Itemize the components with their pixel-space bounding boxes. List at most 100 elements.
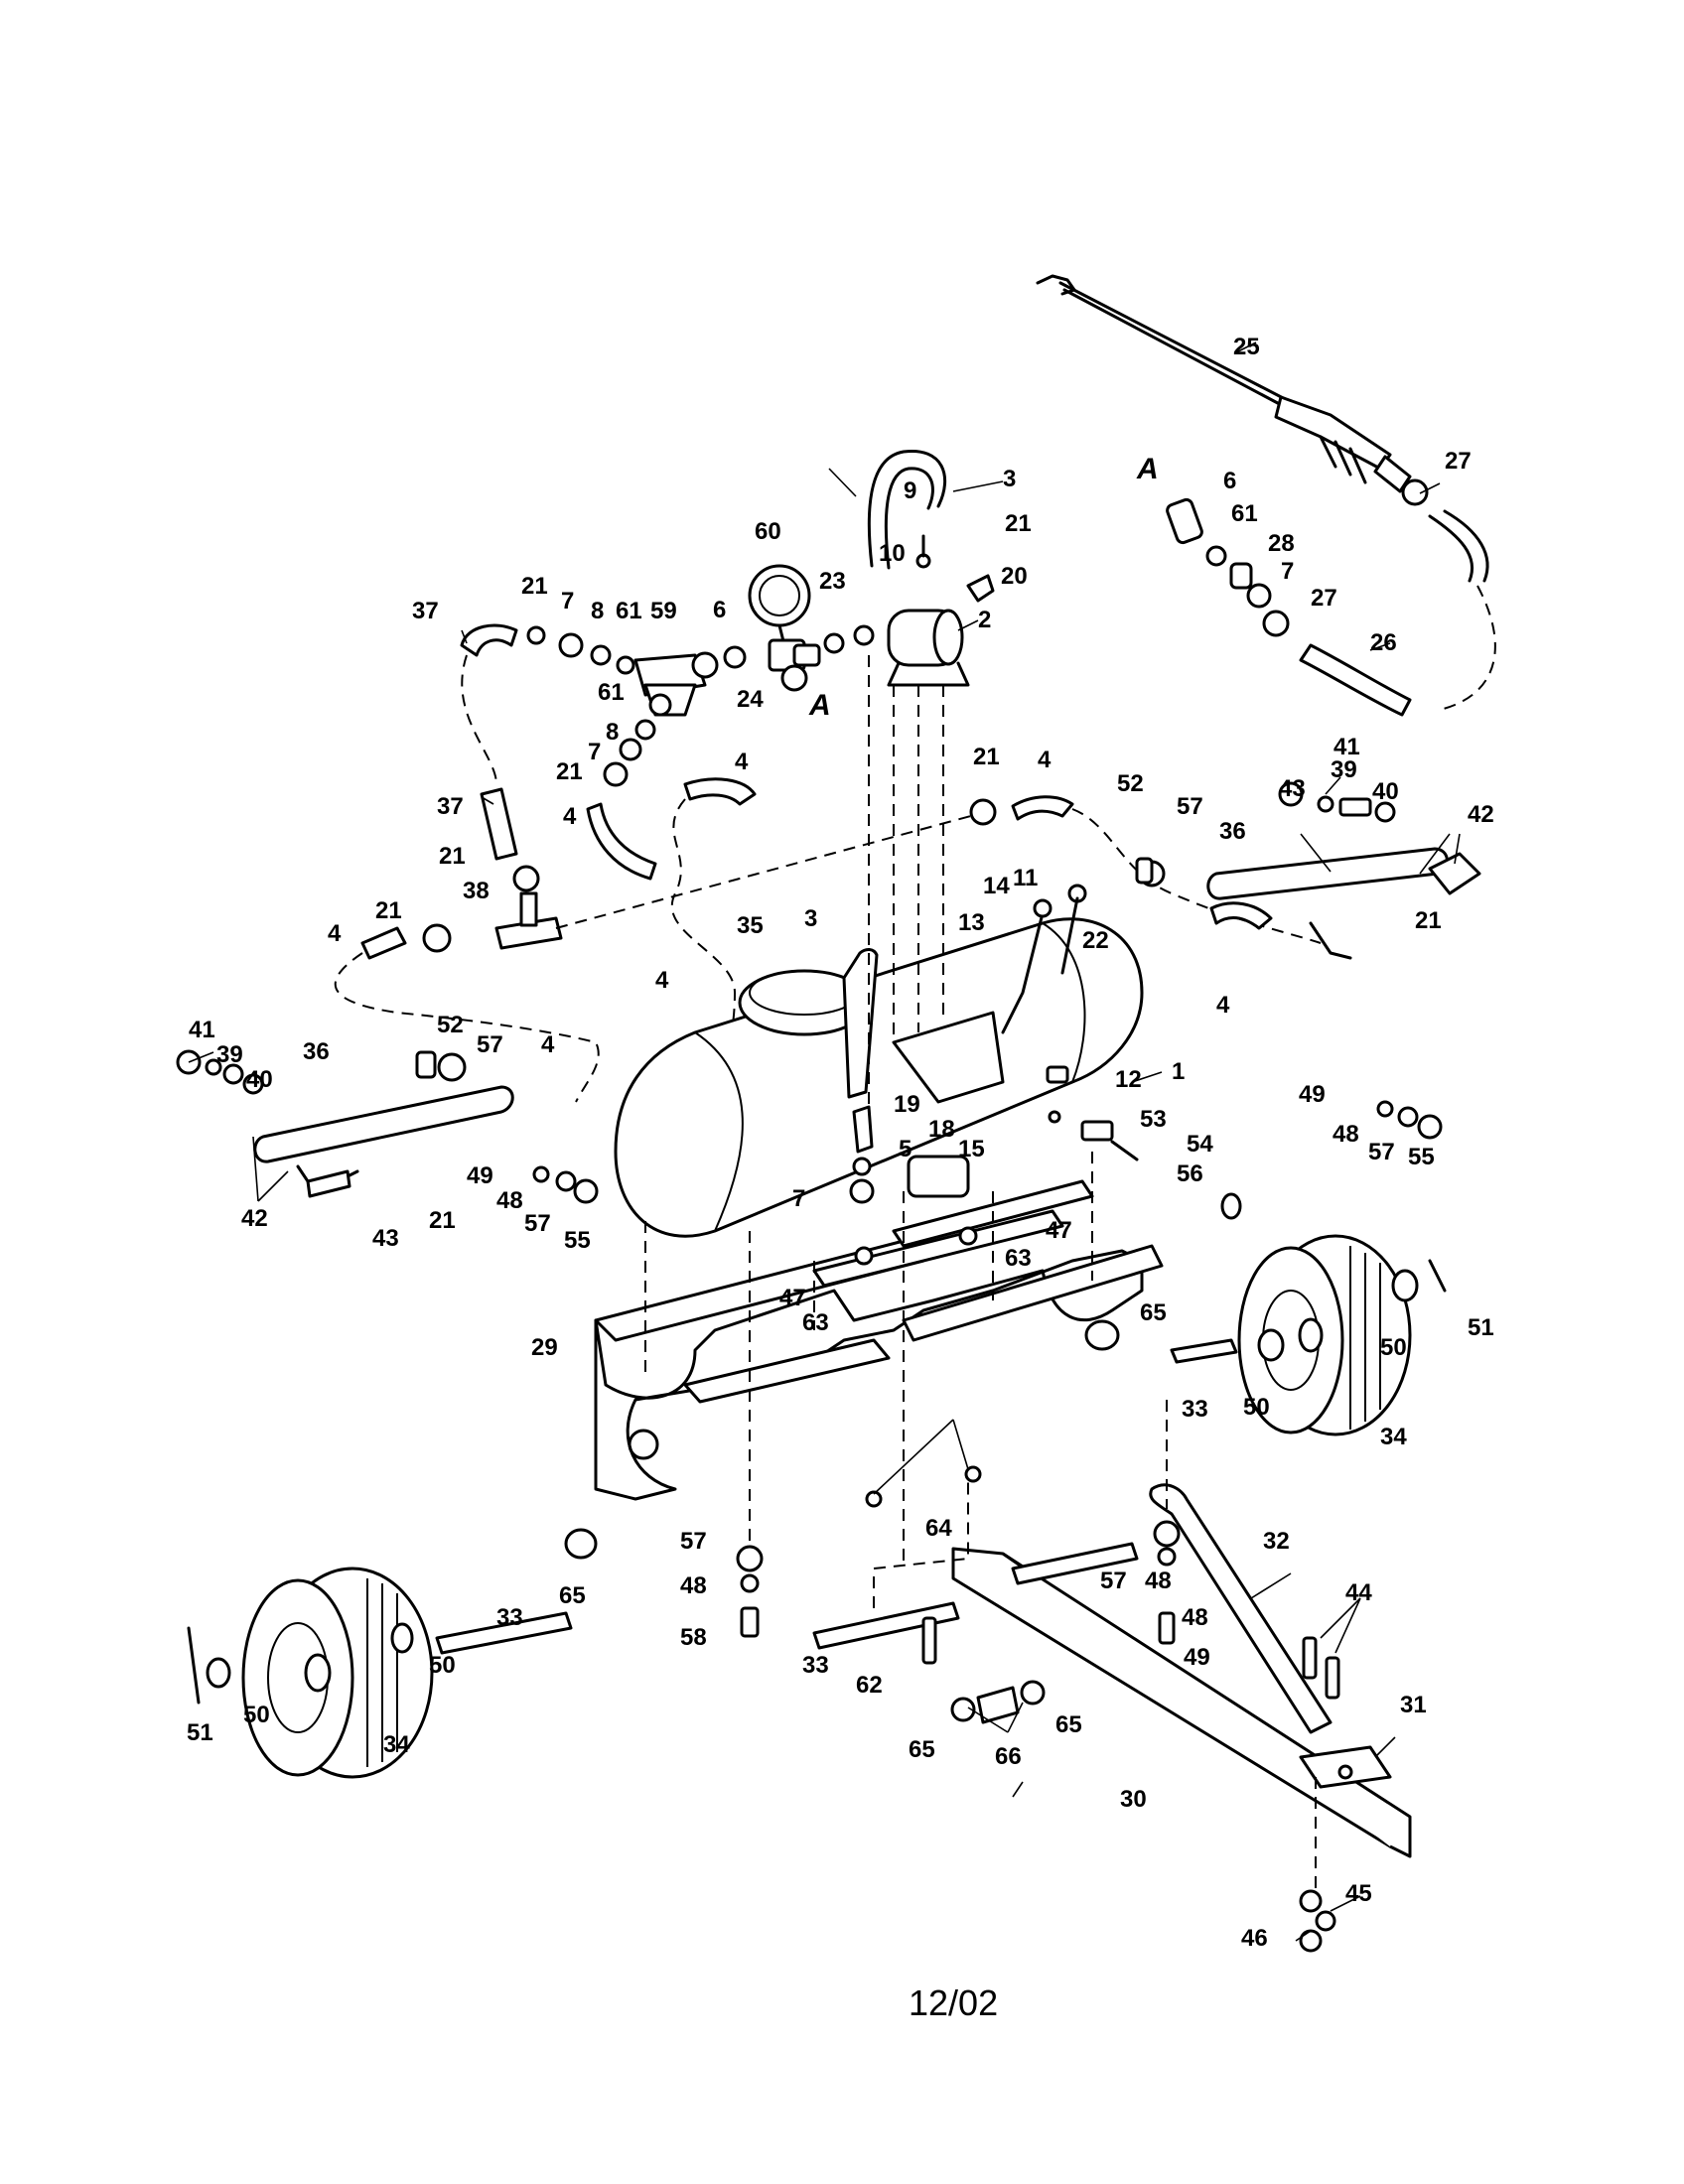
hitch-tongue xyxy=(951,1483,1412,1858)
callout-21: 21 xyxy=(1415,907,1442,934)
callout-41: 41 xyxy=(1333,734,1360,760)
callout-37: 37 xyxy=(437,793,464,820)
leader-lines xyxy=(188,341,1461,1942)
callout-38: 38 xyxy=(463,878,490,904)
callout-21: 21 xyxy=(1005,510,1032,537)
callout-42: 42 xyxy=(1468,801,1494,828)
callout-7: 7 xyxy=(588,739,601,765)
callout-66: 66 xyxy=(995,1743,1022,1770)
hardware xyxy=(176,781,1481,1953)
callout-4: 4 xyxy=(563,803,577,830)
callout-33: 33 xyxy=(496,1604,523,1631)
callout-33: 33 xyxy=(802,1652,829,1679)
callout-7: 7 xyxy=(792,1185,805,1212)
callout-4: 4 xyxy=(655,967,669,994)
callout-48: 48 xyxy=(1333,1121,1359,1148)
callout-48: 48 xyxy=(1145,1568,1172,1594)
callout-49: 49 xyxy=(1299,1081,1326,1108)
callout-8: 8 xyxy=(606,719,619,746)
callout-63: 63 xyxy=(802,1309,829,1336)
callout-59: 59 xyxy=(650,598,677,624)
callout-4: 4 xyxy=(1216,992,1230,1019)
callout-3: 3 xyxy=(1003,466,1016,492)
callout-26: 26 xyxy=(1370,629,1397,656)
wheel-left xyxy=(241,1567,434,1779)
alignment-lines xyxy=(644,655,1317,1896)
callout-49: 49 xyxy=(1184,1644,1210,1671)
callout-2: 2 xyxy=(978,607,991,633)
callout-48: 48 xyxy=(680,1572,707,1599)
callout-55: 55 xyxy=(564,1227,591,1254)
callout-6: 6 xyxy=(713,597,726,623)
callout-21: 21 xyxy=(439,843,466,870)
callout-31: 31 xyxy=(1400,1692,1427,1718)
callout-56: 56 xyxy=(1177,1160,1203,1187)
callout-6: 6 xyxy=(1223,468,1236,494)
reference-mark-a: A xyxy=(1136,453,1159,485)
callout-23: 23 xyxy=(819,568,846,595)
callout-39: 39 xyxy=(216,1041,243,1068)
callout-36: 36 xyxy=(303,1038,330,1065)
callout-10: 10 xyxy=(879,540,906,567)
callout-3: 3 xyxy=(804,905,817,932)
callout-43: 43 xyxy=(372,1225,399,1252)
callout-28: 28 xyxy=(1268,530,1295,557)
callout-43: 43 xyxy=(1279,775,1306,802)
callout-51: 51 xyxy=(187,1719,213,1746)
callout-4: 4 xyxy=(735,749,749,775)
callout-58: 58 xyxy=(680,1624,707,1651)
callout-21: 21 xyxy=(375,897,402,924)
callout-42: 42 xyxy=(241,1205,268,1232)
callout-47: 47 xyxy=(1046,1217,1072,1244)
axles xyxy=(435,1338,1238,1655)
callout-37: 37 xyxy=(412,598,439,624)
callout-15: 15 xyxy=(958,1136,985,1162)
callout-40: 40 xyxy=(1372,778,1399,805)
callout-8: 8 xyxy=(591,598,604,624)
callout-45: 45 xyxy=(1345,1880,1372,1907)
callout-4: 4 xyxy=(1038,747,1052,773)
callout-4: 4 xyxy=(328,920,342,947)
callout-27: 27 xyxy=(1311,585,1337,612)
callout-34: 34 xyxy=(383,1731,410,1758)
callout-65: 65 xyxy=(909,1736,935,1763)
callout-9: 9 xyxy=(904,478,916,504)
footer-date: 12/02 xyxy=(909,1982,998,2023)
callout-57: 57 xyxy=(1100,1568,1127,1594)
callout-48: 48 xyxy=(1182,1604,1208,1631)
callout-13: 13 xyxy=(958,909,985,936)
callout-19: 19 xyxy=(894,1091,920,1118)
callout-27: 27 xyxy=(1445,448,1472,475)
hoses-left xyxy=(334,623,757,1103)
callout-21: 21 xyxy=(973,744,1000,770)
callout-21: 21 xyxy=(521,573,548,600)
callout-55: 55 xyxy=(1408,1144,1435,1170)
callout-57: 57 xyxy=(680,1528,707,1555)
callout-57: 57 xyxy=(1368,1139,1395,1165)
callout-65: 65 xyxy=(1055,1711,1082,1738)
callout-57: 57 xyxy=(1177,793,1203,820)
callout-50: 50 xyxy=(1243,1394,1270,1421)
callout-60: 60 xyxy=(755,518,781,545)
callout-44: 44 xyxy=(1345,1579,1372,1606)
callout-4: 4 xyxy=(541,1031,555,1058)
reference-mark-a: A xyxy=(808,689,831,722)
frame xyxy=(594,1179,1164,1501)
callouts: 1 2 3 3 4 4 4 4 4 4 4 5 6 6 7 7 7 7 8 8 … xyxy=(187,334,1494,1952)
callout-36: 36 xyxy=(1219,818,1246,845)
detail-a-fittings xyxy=(1166,497,1290,637)
callout-61: 61 xyxy=(1231,500,1258,527)
callout-54: 54 xyxy=(1187,1131,1213,1158)
pump-assembly xyxy=(887,534,995,687)
callout-57: 57 xyxy=(524,1210,551,1237)
callout-50: 50 xyxy=(1380,1334,1407,1361)
callout-50: 50 xyxy=(243,1702,270,1728)
callout-29: 29 xyxy=(531,1334,558,1361)
callout-11: 11 xyxy=(1013,865,1038,891)
callout-7: 7 xyxy=(561,588,574,614)
callout-1: 1 xyxy=(1172,1058,1185,1085)
spray-wand xyxy=(1036,274,1429,506)
tee-fitting xyxy=(422,795,1322,953)
callout-57: 57 xyxy=(477,1031,503,1058)
